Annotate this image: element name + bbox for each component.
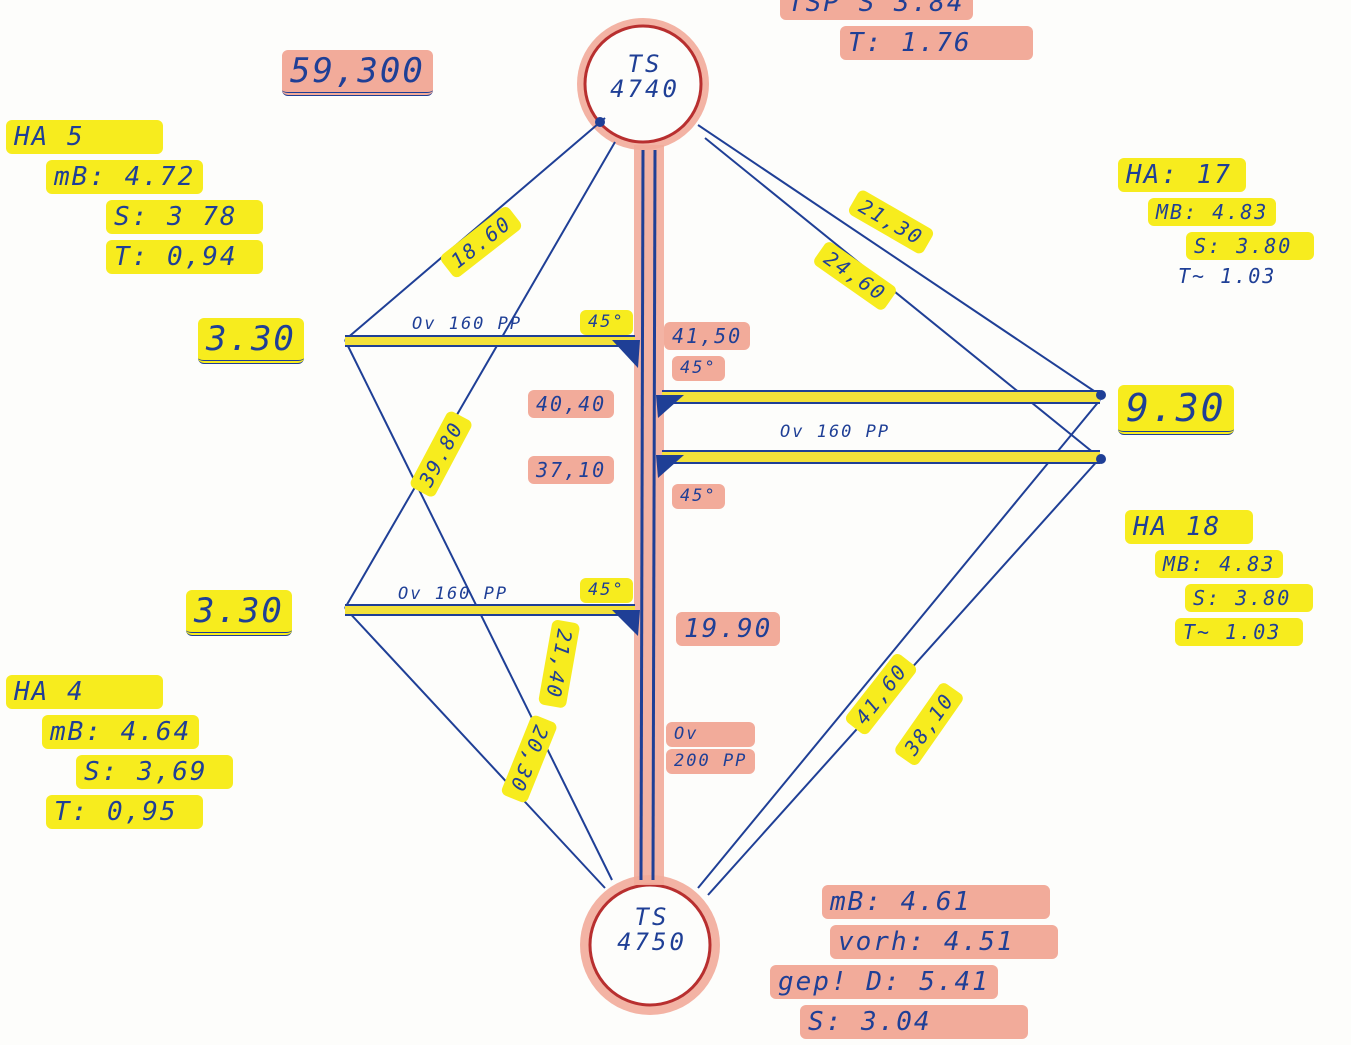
line-right-upper-to-ts-bottom (697, 399, 1101, 889)
pipe-label-trunk-line2: 200 PP (666, 749, 756, 774)
station-top-dot (595, 117, 605, 127)
line-ts-top-right-b (704, 137, 1101, 459)
ha4-block: HA 4 mB: 4.64 S: 3,69 T: 0,95 (6, 675, 234, 835)
station-top-label: TS 4740 (600, 50, 690, 104)
station-bottom-name: TS (634, 903, 670, 931)
ha18-block: HA 18 MB: 4.83 S: 3.80 T~ 1.03 (1125, 510, 1314, 652)
bottom-right-gep: gep! D: 5.41 (770, 965, 998, 999)
ha5-title: HA 5 (6, 120, 164, 154)
ha4-mb: mB: 4.64 (42, 715, 200, 749)
ha17-t: T~ 1.03 (1178, 264, 1277, 288)
ha5-t: T: 0,94 (106, 240, 264, 274)
station-top-name: TS (627, 50, 663, 78)
branch-pipe-left-lower[interactable] (345, 604, 640, 636)
ha18-mb: MB: 4.83 (1155, 550, 1284, 578)
station-bottom-id: 4750 (617, 928, 687, 957)
junction-value-2: 40,40 (528, 390, 615, 418)
total-length-top-left: 59,300 (282, 50, 433, 96)
station-bottom-label: TS 4750 (602, 903, 702, 957)
angle-label-3: 45° (672, 484, 725, 509)
bottom-right-s: S: 3.04 (800, 1005, 1028, 1039)
angle-label-2: 45° (672, 356, 725, 381)
ha17-title: HA: 17 (1118, 158, 1247, 192)
bottom-right-vorh: vorh: 4.51 (830, 925, 1058, 959)
line-ts-top-left-lower (344, 141, 616, 609)
ha4-title: HA 4 (6, 675, 164, 709)
line-ts-top-right-a (697, 124, 1101, 396)
ha5-block: HA 5 mB: 4.72 S: 3 78 T: 0,94 (6, 120, 264, 280)
ha4-s: S: 3,69 (76, 755, 234, 789)
top-right-partial-block: TSP S 3.84 T: 1.76 (780, 0, 1033, 66)
ha17-s: S: 3.80 (1186, 232, 1315, 260)
station-bottom-circle[interactable] (580, 875, 720, 1015)
bottom-right-block: mB: 4.61 vorh: 4.51 gep! D: 5.41 S: 3.04 (770, 885, 1058, 1045)
pipe-label-trunk: Ov 200 PP (666, 722, 756, 780)
pipe-label-trunk-line1: Ov (666, 722, 756, 747)
ha4-t: T: 0,95 (46, 795, 204, 829)
station-top-circle[interactable] (577, 18, 709, 150)
node-left-upper[interactable]: 3.30 (198, 318, 304, 364)
main-trunk-line[interactable] (634, 145, 664, 885)
junction-value-4: 19.90 (676, 612, 781, 646)
diagram-canvas (344, 18, 1106, 1015)
pipe-label-right: Ov 160 PP (780, 422, 891, 442)
ha5-mb: mB: 4.72 (46, 160, 204, 194)
node-right[interactable]: 9.30 (1118, 385, 1234, 435)
junction-value-3: 37,10 (528, 456, 615, 484)
node-left-lower[interactable]: 3.30 (186, 590, 292, 636)
pipe-label-left-lower: Ov 160 PP (398, 584, 509, 604)
ha18-s: S: 3.80 (1185, 584, 1314, 612)
branch-pipe-right-lower[interactable] (656, 450, 1106, 478)
junction-value-1: 41,50 (664, 322, 751, 350)
ha17-mb: MB: 4.83 (1148, 198, 1277, 226)
ha18-title: HA 18 (1125, 510, 1254, 544)
ha17-block: HA: 17 MB: 4.83 S: 3.80 T~ 1.03 (1118, 158, 1315, 292)
ha5-s: S: 3 78 (106, 200, 264, 234)
top-right-line2: T: 1.76 (840, 26, 1033, 60)
angle-label-1: 45° (580, 310, 633, 335)
branch-pipe-right-upper[interactable] (656, 390, 1106, 418)
station-top-id: 4740 (610, 75, 680, 104)
line-left-lower-to-ts-bottom (344, 607, 606, 889)
angle-label-4: 45° (580, 578, 633, 603)
pipe-label-left-upper: Ov 160 PP (412, 314, 523, 334)
bottom-right-mb: mB: 4.61 (822, 885, 1050, 919)
ha18-t: T~ 1.03 (1175, 618, 1304, 646)
branch-pipe-left-upper[interactable] (345, 335, 640, 368)
top-right-line1: TSP S 3.84 (780, 0, 973, 20)
